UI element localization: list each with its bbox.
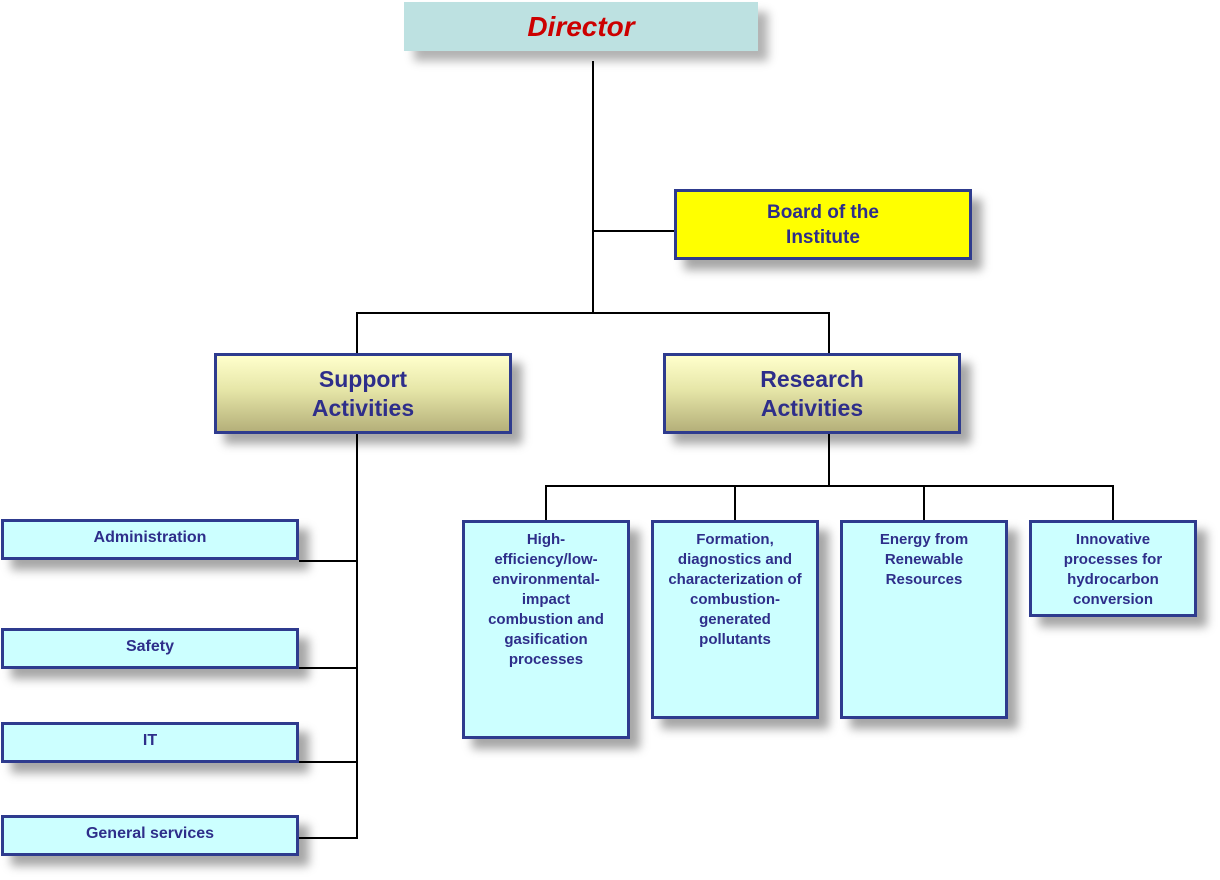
it-label: IT xyxy=(142,731,158,749)
connector-board xyxy=(593,230,674,232)
research-unit-combustion-box: High-efficiency/low-environmental-impact… xyxy=(462,520,630,739)
director-box: Director xyxy=(404,2,758,51)
connector-activities-bus xyxy=(356,312,830,314)
research-activities-label: Research Activities xyxy=(760,365,864,421)
connector-general-services xyxy=(299,837,357,839)
connector-safety xyxy=(299,667,357,669)
connector-research-unit-3 xyxy=(923,485,925,521)
research-unit-renewable-label: Energy from Renewable Resources xyxy=(879,531,969,588)
board-label: Board of the Institute xyxy=(767,201,879,248)
board-box: Board of the Institute xyxy=(674,189,972,260)
connector-research-unit-2 xyxy=(734,485,736,521)
research-activities-box: Research Activities xyxy=(663,353,961,434)
research-unit-renewable-box: Energy from Renewable Resources xyxy=(840,520,1008,719)
connector-administration xyxy=(299,560,357,562)
connector-research-drop xyxy=(828,312,830,354)
general-services-label: General services xyxy=(85,824,215,842)
connector-research-trunk xyxy=(828,434,830,486)
connector-director-trunk xyxy=(592,61,594,313)
administration-box: Administration xyxy=(1,519,299,560)
research-unit-hydrocarbon-label: Innovative processes for hydrocarbon con… xyxy=(1063,531,1163,608)
connector-support-trunk xyxy=(356,434,358,839)
connector-research-bus xyxy=(545,485,1114,487)
research-unit-hydrocarbon-box: Innovative processes for hydrocarbon con… xyxy=(1029,520,1197,617)
safety-box: Safety xyxy=(1,628,299,669)
administration-label: Administration xyxy=(93,528,207,546)
connector-research-unit-4 xyxy=(1112,485,1114,521)
connector-it xyxy=(299,761,357,763)
safety-label: Safety xyxy=(125,637,175,655)
general-services-box: General services xyxy=(1,815,299,856)
connector-research-unit-1 xyxy=(545,485,547,521)
research-unit-combustion-label: High-efficiency/low-environmental-impact… xyxy=(488,531,604,668)
research-unit-pollutants-label: Formation, diagnostics and characterizat… xyxy=(668,531,802,648)
support-activities-label: Support Activities xyxy=(311,365,415,421)
support-activities-box: Support Activities xyxy=(214,353,512,434)
director-label: Director xyxy=(527,10,635,42)
it-box: IT xyxy=(1,722,299,763)
connector-support-drop xyxy=(356,312,358,354)
research-unit-pollutants-box: Formation, diagnostics and characterizat… xyxy=(651,520,819,719)
